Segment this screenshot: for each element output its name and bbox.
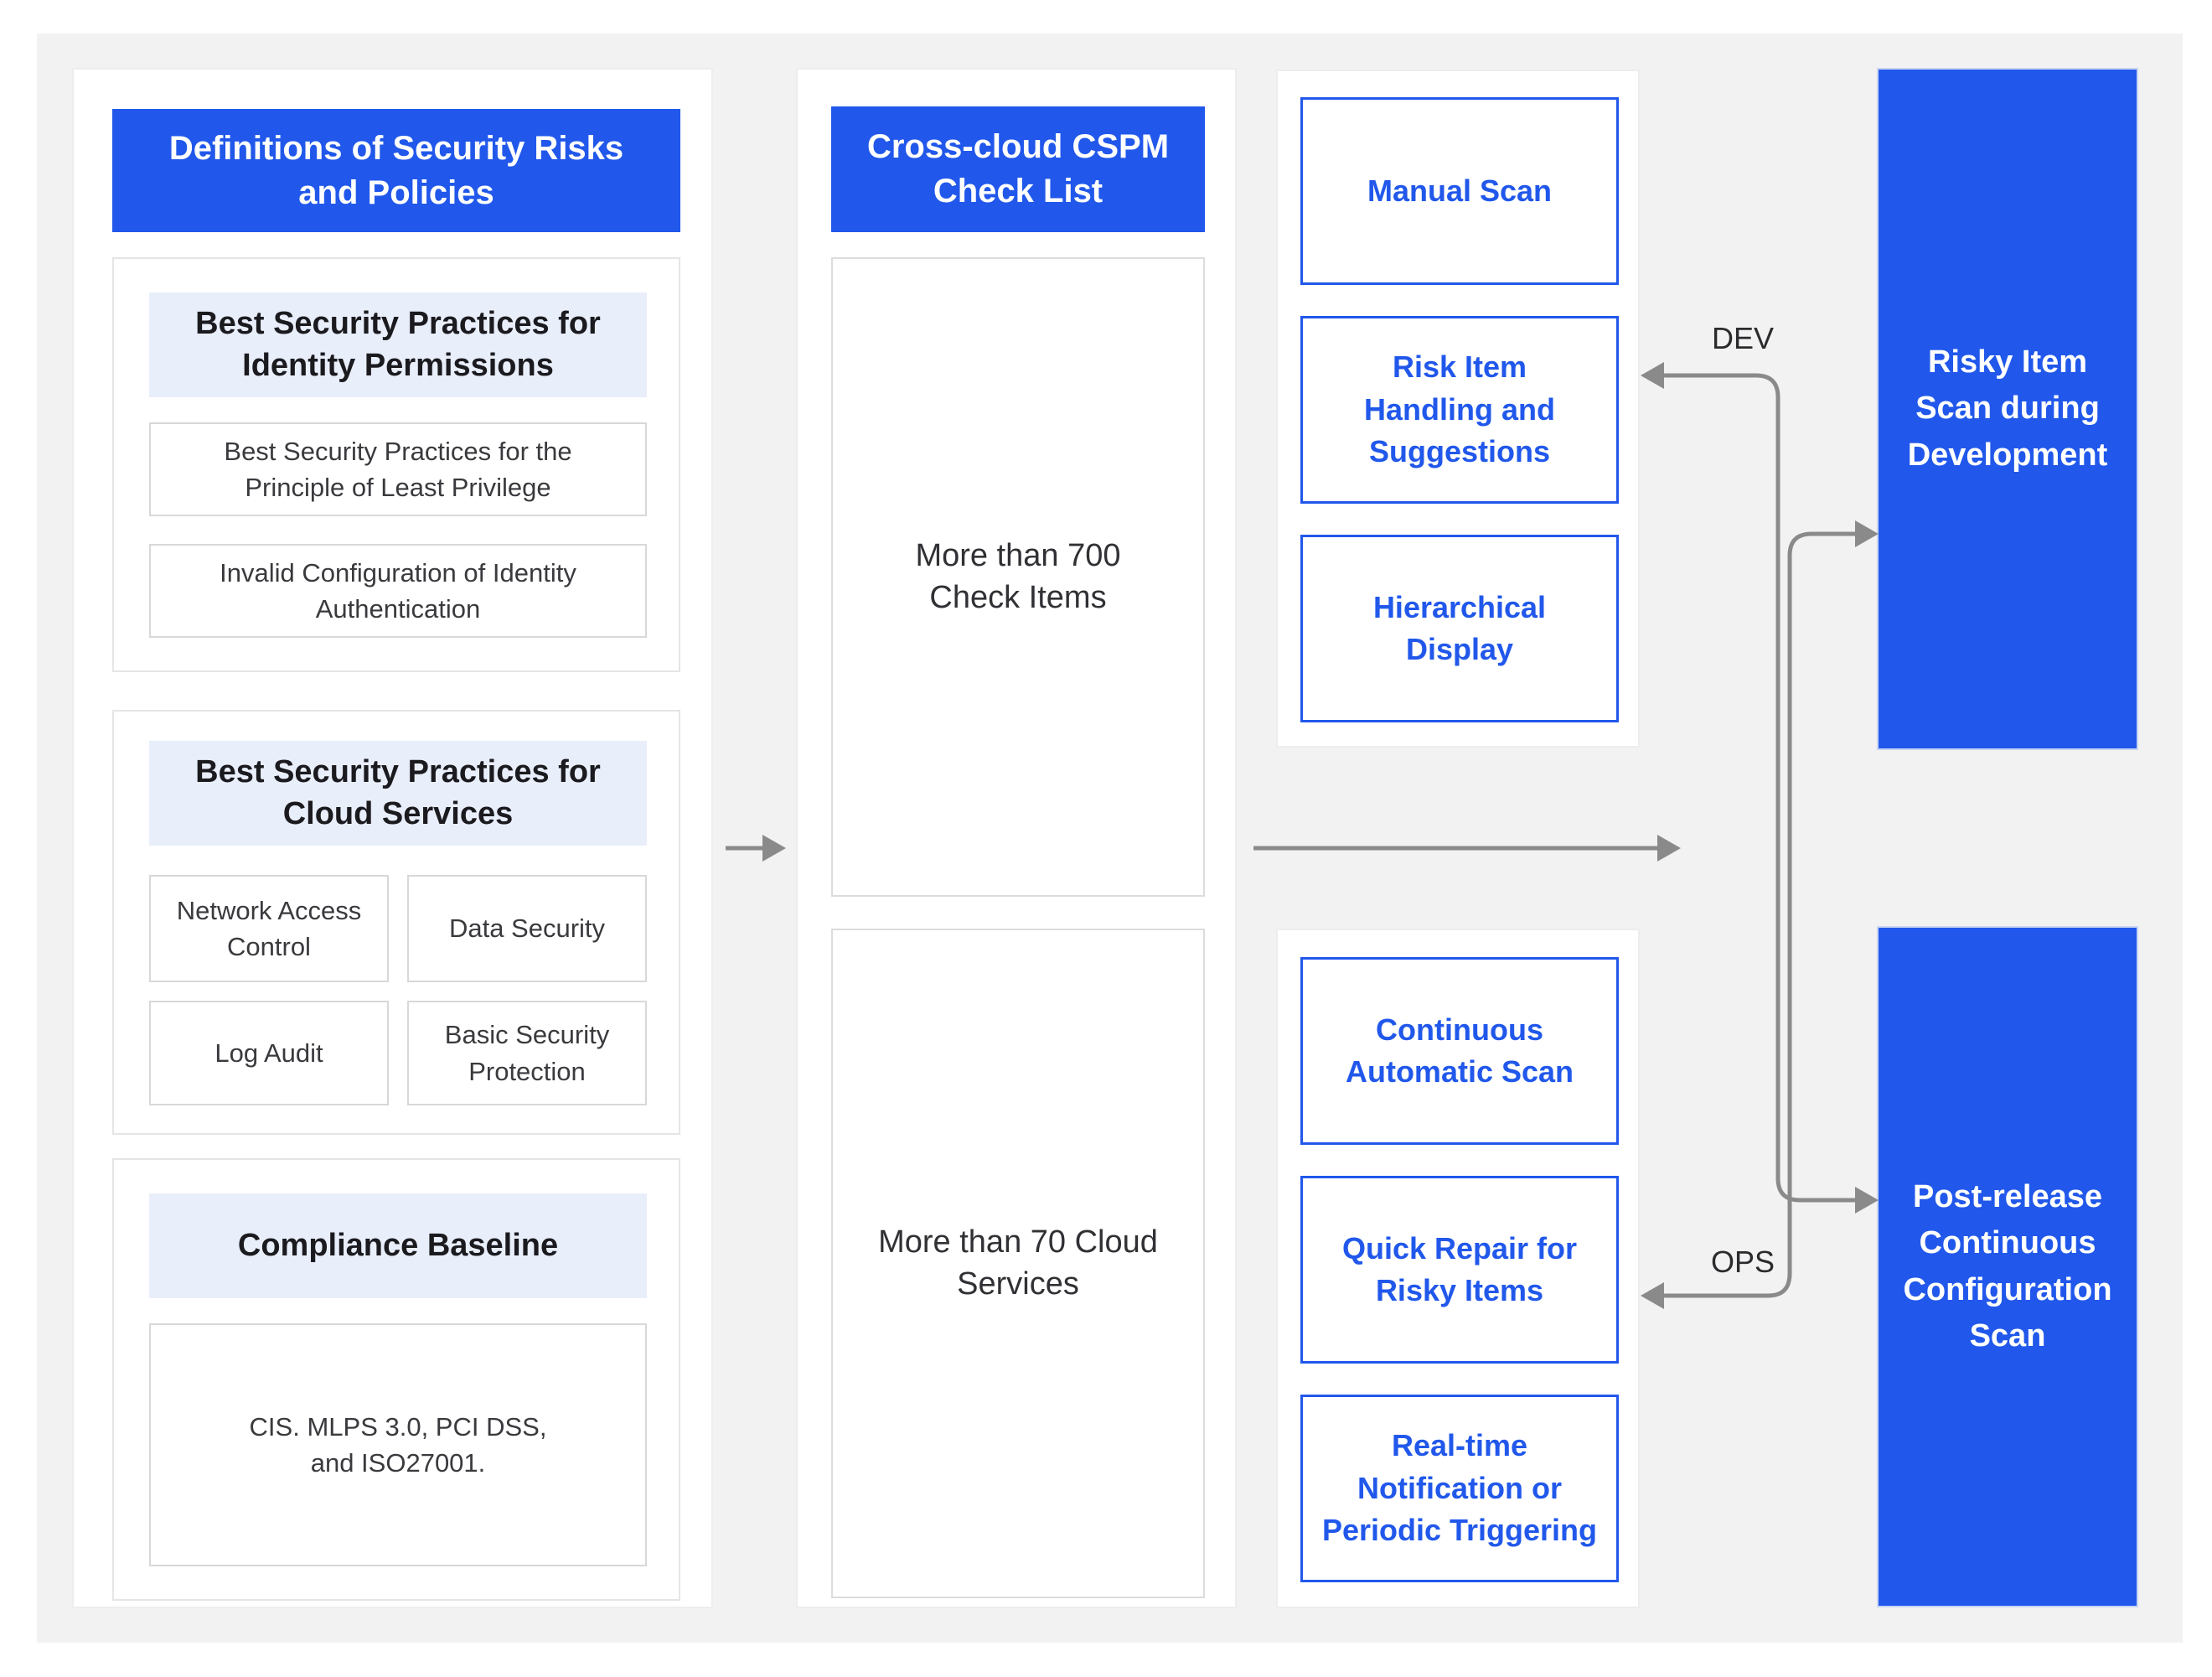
policy-item-log-audit: Log Audit xyxy=(149,1001,389,1105)
section-heading: Best Security Practices for Identity Per… xyxy=(149,292,647,397)
checklist-panel-title: Cross-cloud CSPM Check List xyxy=(831,106,1205,232)
capability-box-risk-item-handling: Risk Item Handling and Suggestions xyxy=(1300,316,1619,504)
capability-box-quick-repair: Quick Repair for Risky Items xyxy=(1300,1176,1619,1364)
checklist-item-cloud-services: More than 70 Cloud Services xyxy=(831,929,1205,1598)
policy-section-identity-permissions: Best Security Practices for Identity Per… xyxy=(112,257,680,672)
capability-box-manual-scan: Manual Scan xyxy=(1300,97,1619,285)
policy-panel: Definitions of Security Risks and Polici… xyxy=(72,68,713,1608)
checklist-panel: Cross-cloud CSPM Check List More than 70… xyxy=(796,68,1237,1608)
ops-label: OPS xyxy=(1710,1245,1775,1279)
stage-box-risky-item-scan-development: Risky Item Scan during Development xyxy=(1877,68,2138,750)
policy-item-compliance-standards: CIS. MLPS 3.0, PCI DSS, and ISO27001. xyxy=(149,1323,647,1566)
policy-item-basic-security-protection: Basic Security Protection xyxy=(407,1001,647,1105)
capability-box-continuous-automatic-scan: Continuous Automatic Scan xyxy=(1300,957,1619,1145)
section-heading: Compliance Baseline xyxy=(149,1193,647,1298)
section-heading: Best Security Practices for Cloud Servic… xyxy=(149,741,647,846)
policy-section-compliance-baseline: Compliance Baseline CIS. MLPS 3.0, PCI D… xyxy=(112,1158,680,1601)
policy-panel-title: Definitions of Security Risks and Polici… xyxy=(112,109,680,232)
capability-box-hierarchical-display: Hierarchical Display xyxy=(1300,535,1619,722)
policy-item-data-security: Data Security xyxy=(407,875,647,982)
policy-section-cloud-services: Best Security Practices for Cloud Servic… xyxy=(112,710,680,1135)
policy-item-network-access-control: Network Access Control xyxy=(149,875,389,982)
capability-box-realtime-notification: Real-time Notification or Periodic Trigg… xyxy=(1300,1395,1619,1582)
stage-box-post-release-scan: Post-release Continuous Configuration Sc… xyxy=(1877,926,2138,1607)
dev-label: DEV xyxy=(1711,321,1775,355)
capabilities-card-operations: Continuous Automatic Scan Quick Repair f… xyxy=(1276,929,1640,1608)
capabilities-card-development: Manual Scan Risk Item Handling and Sugge… xyxy=(1276,70,1640,748)
policy-item-least-privilege: Best Security Practices for the Principl… xyxy=(149,422,647,516)
checklist-item-check-items: More than 700 Check Items xyxy=(831,257,1205,897)
policy-item-invalid-identity-auth: Invalid Configuration of Identity Authen… xyxy=(149,544,647,638)
